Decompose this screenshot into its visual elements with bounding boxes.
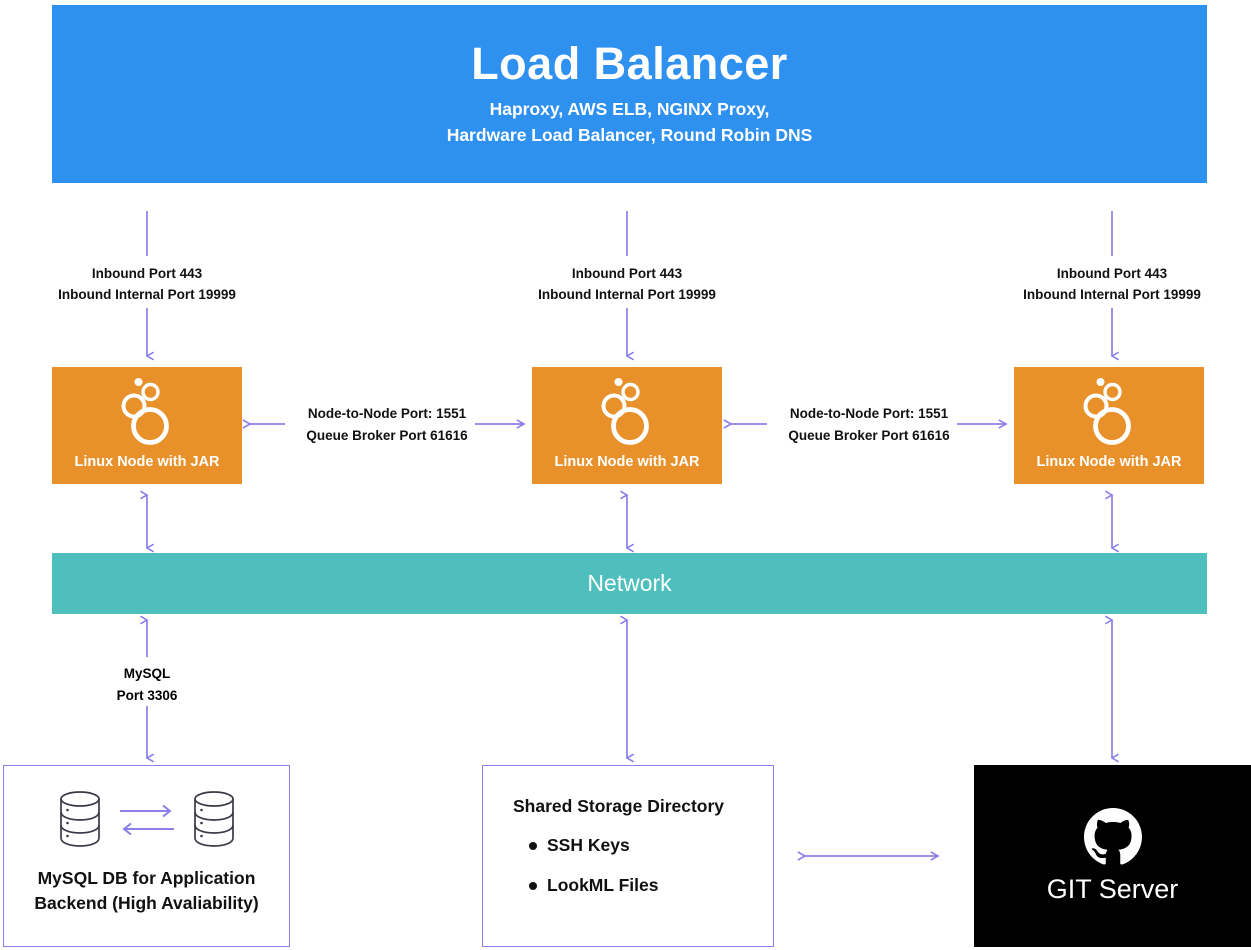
inbound-label-node1: Inbound Port 443 Inbound Internal Port 1… (0, 264, 297, 306)
mysql-db-box: MySQL DB for Application Backend (High A… (3, 765, 290, 947)
shared-storage-item-label: LookML Files (547, 875, 659, 895)
shared-storage-item-label: SSH Keys (547, 835, 630, 855)
database-cylinder-icon (59, 791, 100, 847)
inbound-label-node3-line2: Inbound Internal Port 19999 (1023, 286, 1201, 302)
mysql-db-caption-line2: Backend (High Avaliability) (34, 893, 259, 914)
git-server-label: GIT Server (1046, 873, 1179, 904)
database-cylinder-icon (193, 791, 234, 847)
mysql-db-caption: MySQL DB for Application Backend (High A… (34, 866, 258, 917)
load-balancer-title: Load Balancer (471, 38, 788, 89)
bullet-icon (529, 881, 537, 890)
looker-icon (601, 378, 649, 445)
load-balancer-subtitle-line1: Haproxy, AWS ELB, NGINX Proxy, (489, 99, 770, 120)
database-icons-group (50, 788, 244, 850)
node-to-node-label-1-line2: Queue Broker Port 61616 (306, 427, 468, 443)
git-server-box: GIT Server (974, 765, 1251, 947)
node-to-node-label-1: Node-to-Node Port: 1551 Queue Broker Por… (267, 403, 507, 446)
linux-node-box-2: Linux Node with JAR (532, 367, 722, 484)
node-to-node-label-1-line1: Node-to-Node Port: 1551 (307, 406, 467, 421)
list-item: LookML Files (529, 875, 773, 896)
inbound-label-node1-line1: Inbound Port 443 (91, 266, 203, 281)
network-box: Network (52, 553, 1207, 614)
inbound-label-node3: Inbound Port 443 Inbound Internal Port 1… (962, 264, 1251, 306)
network-label: Network (587, 570, 672, 596)
github-octocat-icon (1083, 807, 1142, 865)
mysql-link-label-line2: Port 3306 (116, 687, 178, 703)
shared-storage-box: Shared Storage Directory SSH Keys LookML… (482, 765, 774, 947)
linux-node-label-3: Linux Node with JAR (1036, 454, 1182, 470)
inbound-label-node2-line2: Inbound Internal Port 19999 (538, 286, 716, 302)
db-replication-arrows-icon (119, 804, 174, 836)
bullet-icon (529, 841, 537, 850)
inbound-label-node2: Inbound Port 443 Inbound Internal Port 1… (477, 264, 777, 306)
inbound-label-node3-line1: Inbound Port 443 (1056, 266, 1168, 281)
looker-icon (121, 378, 169, 445)
looker-icon (1083, 378, 1131, 445)
linux-node-label-2: Linux Node with JAR (554, 454, 700, 470)
mysql-link-label: MySQL Port 3306 (47, 663, 247, 706)
node-to-node-label-2-line2: Queue Broker Port 61616 (788, 427, 950, 443)
shared-storage-list: SSH Keys LookML Files (529, 835, 773, 896)
list-item: SSH Keys (529, 835, 773, 856)
load-balancer-subtitle-line2: Hardware Load Balancer, Round Robin DNS (446, 124, 813, 145)
linux-node-box-1: Linux Node with JAR (52, 367, 242, 484)
inbound-label-node2-line1: Inbound Port 443 (571, 266, 683, 281)
load-balancer-box: Load Balancer Haproxy, AWS ELB, NGINX Pr… (52, 5, 1207, 183)
load-balancer-subtitle: Haproxy, AWS ELB, NGINX Proxy, Hardware … (447, 97, 813, 148)
linux-node-box-3: Linux Node with JAR (1014, 367, 1204, 484)
mysql-link-label-line1: MySQL (123, 666, 171, 681)
shared-storage-title: Shared Storage Directory (513, 796, 725, 816)
linux-node-label-1: Linux Node with JAR (74, 454, 220, 470)
inbound-label-node1-line2: Inbound Internal Port 19999 (58, 286, 236, 302)
node-to-node-label-2: Node-to-Node Port: 1551 Queue Broker Por… (749, 403, 989, 446)
node-to-node-label-2-line1: Node-to-Node Port: 1551 (789, 406, 949, 421)
mysql-db-caption-line1: MySQL DB for Application (37, 868, 256, 888)
